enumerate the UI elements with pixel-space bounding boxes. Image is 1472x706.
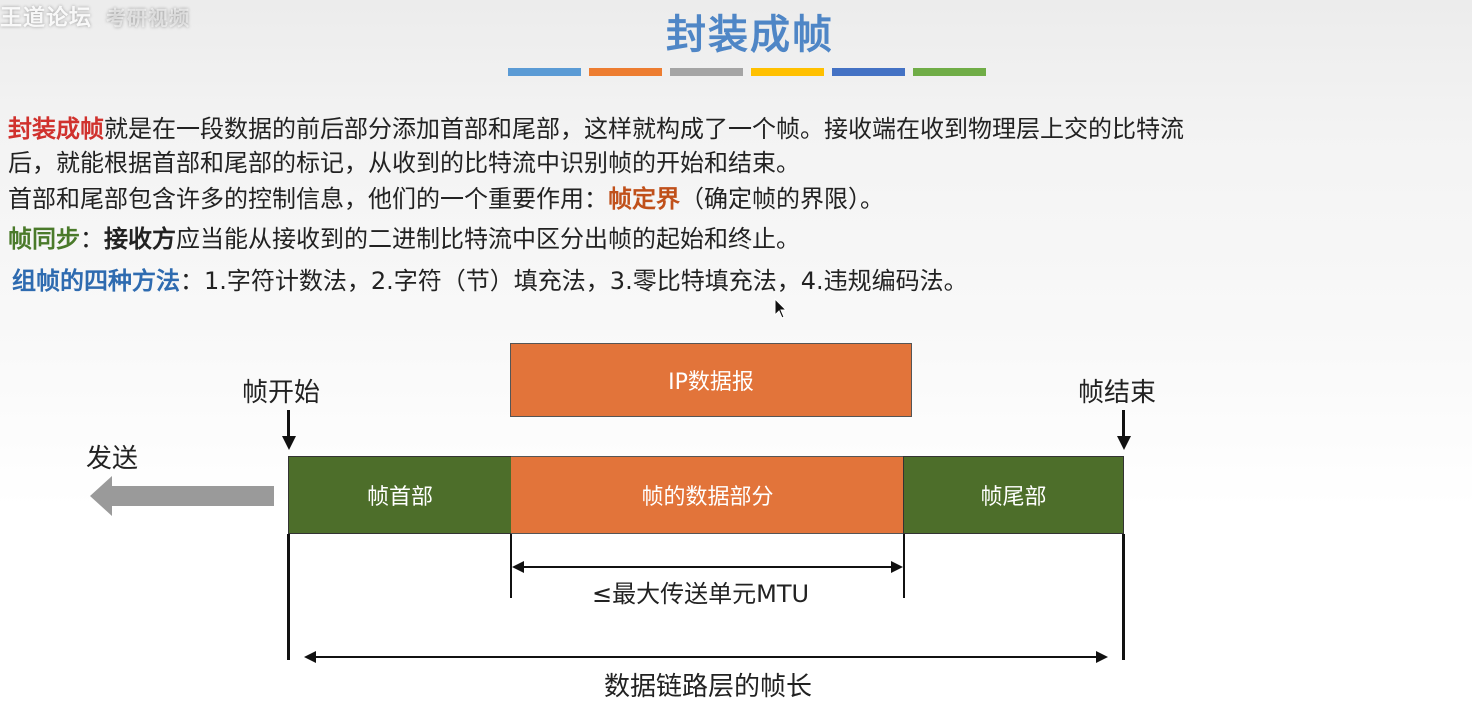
frame-header-label: 帧首部: [366, 485, 433, 510]
term-receiver: 接收方: [104, 225, 176, 253]
mtu-left-tick: [510, 534, 512, 598]
paragraph-encapsulation: 封装成帧就是在一段数据的前后部分添加首部和尾部，这样就构成了一个帧。接收端在收到…: [8, 112, 1184, 146]
title-color-bar-6: [913, 68, 986, 76]
title-color-bar-1: [508, 68, 581, 76]
frame-start-arrow-shaft: [287, 410, 290, 438]
ip-datagram-box: IP数据报: [510, 343, 912, 417]
paragraph-encapsulation-cont-text: 后，就能根据首部和尾部的标记，从收到的比特流中识别帧的开始和结束。: [8, 149, 800, 177]
term-frame-delimiting: 帧定界: [608, 185, 680, 213]
paragraph-delimiting-after: （确定帧的界限）。: [680, 185, 884, 213]
title-color-bar-3: [670, 68, 743, 76]
frame-start-arrow-head: [282, 436, 296, 450]
paragraph-methods-text: ：1.字符计数法，2.字符（节）填充法，3.零比特填充法，4.违规编码法。: [180, 267, 968, 295]
frame-end-arrow-shaft: [1122, 410, 1125, 438]
frame-start-label: 帧开始: [242, 378, 321, 408]
paragraph-delimiting-before: 首部和尾部包含许多的控制信息，他们的一个重要作用：: [8, 185, 608, 213]
frame-trailer-box: 帧尾部: [903, 456, 1124, 534]
send-arrow-head: [90, 476, 112, 516]
frame-data-label: 帧的数据部分: [641, 485, 774, 510]
watermark-main: 王道论坛: [0, 6, 93, 31]
send-arrow-body: [112, 486, 274, 506]
title-color-bar-4: [751, 68, 824, 76]
paragraph-encapsulation-text: 就是在一段数据的前后部分添加首部和尾部，这样就构成了一个帧。接收端在收到物理层上…: [104, 115, 1184, 143]
frame-data-box: 帧的数据部分: [511, 456, 904, 534]
frame-end-label: 帧结束: [1078, 378, 1157, 408]
frame-length-dimension-line: [314, 656, 1096, 658]
mtu-dimension-line: [522, 566, 892, 568]
title-color-bars: [508, 68, 986, 76]
title-color-bar-5: [832, 68, 905, 76]
mtu-right-arrowhead: [891, 561, 903, 573]
frame-trailer-label: 帧尾部: [980, 485, 1047, 510]
mouse-cursor-icon: [774, 298, 788, 319]
title-color-bar-2: [589, 68, 662, 76]
paragraph-sync-text: 应当能从接收到的二进制比特流中区分出帧的起始和终止。: [176, 225, 800, 253]
paragraph-sync-colon: ：: [80, 225, 104, 253]
frame-end-arrow-head: [1117, 436, 1131, 450]
term-frame-sync: 帧同步: [8, 225, 80, 253]
paragraph-sync: 帧同步：接收方应当能从接收到的二进制比特流中区分出帧的起始和终止。: [8, 222, 800, 256]
paragraph-delimiting: 首部和尾部包含许多的控制信息，他们的一个重要作用：帧定界（确定帧的界限）。: [8, 182, 884, 216]
mtu-label: ≤最大传送单元MTU: [592, 580, 810, 608]
frame-length-label: 数据链路层的帧长: [604, 672, 813, 702]
mtu-left-arrowhead: [512, 561, 524, 573]
term-framing-methods: 组帧的四种方法: [12, 267, 180, 295]
frame-length-right-arrowhead: [1096, 651, 1108, 663]
term-encapsulation: 封装成帧: [8, 115, 104, 143]
frame-length-left-arrowhead: [304, 651, 316, 663]
watermark-sub: 考研视频: [106, 6, 191, 30]
paragraph-encapsulation-cont: 后，就能根据首部和尾部的标记，从收到的比特流中识别帧的开始和结束。: [8, 146, 800, 180]
frame-length-right-tick: [1122, 534, 1125, 660]
slide-title: 封装成帧: [666, 12, 834, 58]
ip-datagram-label: IP数据报: [668, 370, 754, 395]
mtu-right-tick: [903, 534, 905, 598]
send-label: 发送: [86, 444, 139, 474]
frame-length-left-tick: [287, 534, 290, 660]
paragraph-methods: 组帧的四种方法：1.字符计数法，2.字符（节）填充法，3.零比特填充法，4.违规…: [12, 264, 968, 298]
frame-header-box: 帧首部: [288, 456, 512, 534]
watermark-logo: 王道论坛考研视频: [0, 0, 190, 32]
